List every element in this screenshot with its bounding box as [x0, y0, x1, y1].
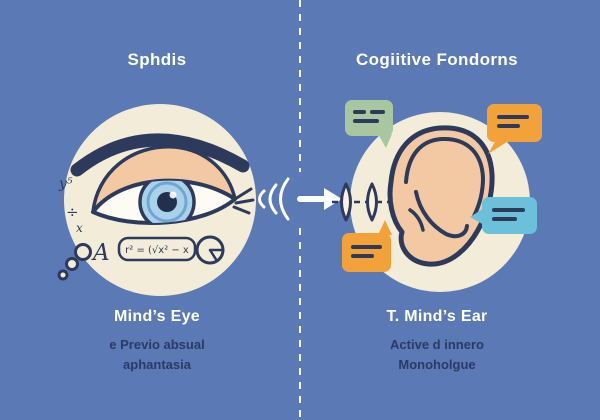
eyebrow [70, 133, 250, 177]
lens-icons [340, 182, 378, 222]
right-caption-line2: Monoholgue [398, 356, 476, 372]
speech-bubble-teal [470, 197, 537, 234]
right-heading: Cogiitive Fondorns [355, 50, 519, 69]
minds-ear-figure [332, 100, 542, 292]
transfer-indicator [258, 177, 342, 221]
eyelashes [232, 187, 255, 215]
arrow-right-icon [297, 188, 342, 210]
speech-bubble-green [345, 100, 393, 148]
center-divider-top [299, 0, 301, 172]
doodle-y5: y⁵ [58, 176, 73, 192]
ear-illustration-icon [387, 125, 495, 267]
sound-waves-icon [258, 177, 290, 221]
right-caption: T. Mind’s Ear Active d innero Monoholgue [300, 308, 574, 374]
left-caption-line1: e Previo absual [109, 337, 205, 352]
math-doodles: y⁵ ÷ x A r² = (√x² − x [57, 176, 225, 281]
left-caption-title: Mind’s Eye [114, 308, 200, 325]
left-caption: Mind’s Eye e Previo absual aphantasia [20, 308, 294, 374]
thought-bubbles-icon [57, 243, 92, 281]
lens-icon-1 [340, 182, 352, 222]
iris-ring [146, 181, 188, 223]
left-caption-line2: aphantasia [123, 356, 191, 372]
eye-highlight [169, 191, 177, 199]
ear-helix [404, 136, 486, 218]
right-caption-line1: Active d innero [390, 337, 484, 352]
left-heading: Sphdis [127, 50, 187, 69]
iris-group [138, 180, 196, 223]
doodle-letter-a: A [91, 240, 110, 266]
doodle-divide: ÷ [66, 203, 79, 221]
minds-eye-figure: y⁵ ÷ x A r² = (√x² − x [57, 104, 256, 296]
doodle-x: x [76, 221, 83, 235]
formula-text: r² = (√x² − x [125, 245, 189, 256]
center-divider-bottom [299, 228, 301, 420]
eye-illustration-icon [70, 133, 255, 225]
ear-tragus [408, 208, 425, 232]
speech-bubble-orange-top [487, 104, 542, 154]
speech-bubble-orange-bottom [342, 220, 392, 272]
pie-doodle-icon [195, 235, 225, 265]
right-caption-title: T. Mind’s Ear [386, 308, 488, 325]
formula-box [117, 236, 197, 262]
lens-icon-2 [366, 182, 378, 222]
ear-concha [414, 190, 469, 239]
